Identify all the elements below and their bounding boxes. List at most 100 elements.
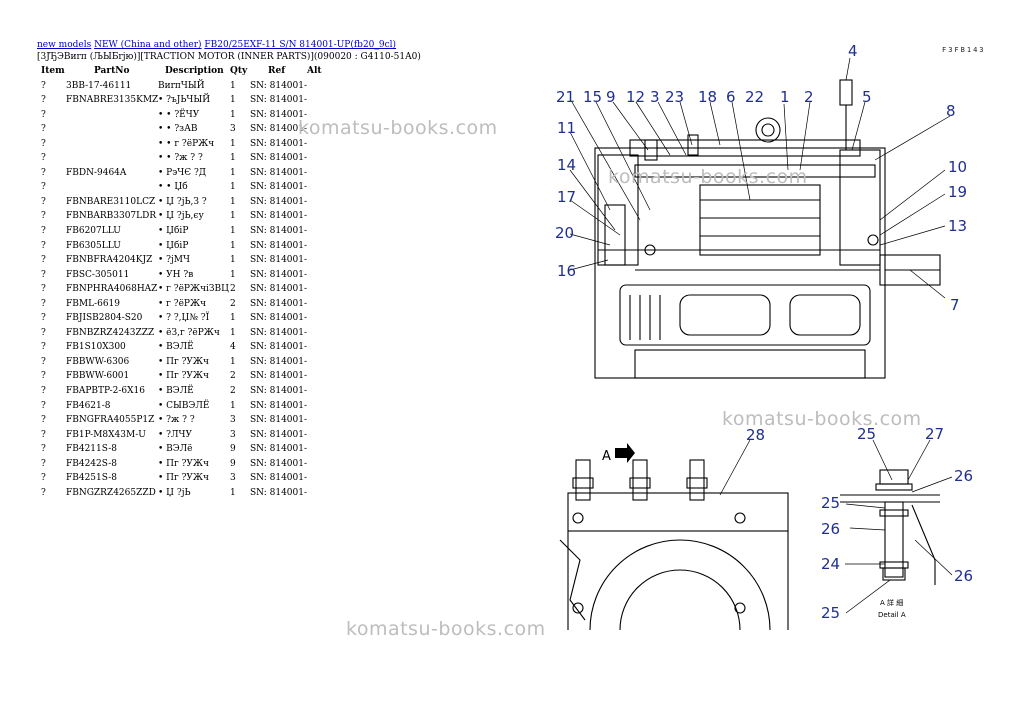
cell-part: FBBWW-6306 bbox=[66, 356, 130, 367]
cell-item: ? bbox=[41, 196, 46, 207]
callout: 4 bbox=[848, 42, 858, 60]
cell-part: FB6207LLU bbox=[66, 226, 121, 237]
cell-part: FB6305LLU bbox=[66, 240, 121, 251]
cell-qty: 1 bbox=[230, 327, 236, 338]
cell-item: ? bbox=[41, 356, 46, 367]
cell-qty: 1 bbox=[230, 80, 236, 91]
cell-part: FBNBZRZ4243ZZZ bbox=[66, 327, 155, 338]
cell-item: ? bbox=[41, 415, 46, 426]
cell-part: FBBWW-6001 bbox=[66, 371, 130, 382]
cell-desc: • • ?зАВ bbox=[158, 124, 198, 135]
cell-ref: SN: 814001- bbox=[250, 124, 308, 135]
cell-item: ? bbox=[41, 371, 46, 382]
cell-qty: 1 bbox=[230, 269, 236, 280]
callout: 6 bbox=[726, 88, 736, 106]
cell-part: FBNPHRA4068HAZ bbox=[66, 284, 158, 295]
cell-part: FBNGZRZ4265ZZD bbox=[66, 487, 156, 498]
diagram-code: F3FB143 bbox=[942, 46, 986, 54]
cell-item: ? bbox=[41, 182, 46, 193]
cell-item: ? bbox=[41, 284, 46, 295]
cell-ref: SN: 814001- bbox=[250, 429, 308, 440]
header-item: Item bbox=[41, 66, 65, 76]
cell-ref: SN: 814001- bbox=[250, 80, 308, 91]
cell-qty: 1 bbox=[230, 400, 236, 411]
cell-desc: • ?ъЈЬЧЫЙ bbox=[158, 95, 211, 106]
watermark: komatsu-books.com bbox=[608, 166, 808, 188]
header-alt: Alt bbox=[307, 66, 322, 76]
header-partno: PartNo bbox=[94, 66, 130, 76]
cell-qty: 2 bbox=[230, 284, 236, 295]
cell-ref: SN: 814001- bbox=[250, 313, 308, 324]
cell-ref: SN: 814001- bbox=[250, 269, 308, 280]
cell-desc: • г ?ёРЖчiЗВЦ bbox=[158, 284, 229, 295]
callout: 11 bbox=[557, 119, 576, 137]
header-description: Description bbox=[165, 66, 224, 76]
cell-qty: 1 bbox=[230, 196, 236, 207]
detail-callout: 25 bbox=[857, 425, 876, 443]
cell-desc: • ?jМЧ bbox=[158, 255, 190, 266]
cell-item: ? bbox=[41, 473, 46, 484]
cell-ref: SN: 814001- bbox=[250, 196, 308, 207]
breadcrumb-model-link[interactable]: FB20/25EXF-11 S/N 814001-UP(fb20_9cl) bbox=[204, 40, 397, 50]
cell-ref: SN: 814001- bbox=[250, 487, 308, 498]
cell-ref: SN: 814001- bbox=[250, 444, 308, 455]
detail-callout: 26 bbox=[954, 467, 973, 485]
callout: 12 bbox=[626, 88, 645, 106]
cell-part: FBNBFRA4204KJZ bbox=[66, 255, 153, 266]
callout: 15 bbox=[583, 88, 602, 106]
cell-qty: 1 bbox=[230, 226, 236, 237]
detail-callout: 25 bbox=[821, 604, 840, 622]
header-qty: Qty bbox=[230, 66, 248, 76]
cell-item: ? bbox=[41, 226, 46, 237]
cell-desc: • Џ ?jЬ bbox=[158, 487, 191, 498]
cell-part: FBSC-305011 bbox=[66, 269, 130, 280]
cell-desc: • • г ?ёРЖч bbox=[158, 138, 215, 149]
callout: 1 bbox=[780, 88, 790, 106]
cell-ref: SN: 814001- bbox=[250, 240, 308, 251]
cell-desc: • Џ ?jЬ,З ? bbox=[158, 196, 207, 207]
callout: 3 bbox=[650, 88, 660, 106]
cell-part: FBNBARE3110LCZ bbox=[66, 196, 156, 207]
callouts: 21 15 9 12 3 23 18 6 22 1 2 4 5 8 11 14 … bbox=[555, 42, 973, 622]
breadcrumb-new-models-link[interactable]: new models bbox=[37, 40, 92, 50]
cell-qty: 1 bbox=[230, 356, 236, 367]
cell-desc: • ВЭЛЁ bbox=[158, 342, 194, 353]
breadcrumb-new-china-link[interactable]: NEW (China and other) bbox=[94, 40, 202, 50]
callout: 19 bbox=[948, 183, 967, 201]
cell-desc: • УН ?в bbox=[158, 269, 194, 280]
callout: 5 bbox=[862, 88, 872, 106]
header-ref: Ref bbox=[268, 66, 286, 76]
cell-item: ? bbox=[41, 429, 46, 440]
watermark: komatsu-books.com bbox=[298, 117, 498, 139]
cell-qty: 3 bbox=[230, 473, 236, 484]
cell-item: ? bbox=[41, 80, 46, 91]
callout: 9 bbox=[606, 88, 616, 106]
cell-item: ? bbox=[41, 444, 46, 455]
cell-part: FBDN-9464A bbox=[66, 167, 127, 178]
cell-qty: 1 bbox=[230, 167, 236, 178]
detail-callout: 25 bbox=[821, 494, 840, 512]
cell-ref: SN: 814001- bbox=[250, 211, 308, 222]
cell-part: FBAPBTP-2-6X16 bbox=[66, 386, 145, 397]
callout: 10 bbox=[948, 158, 967, 176]
arrow-icon bbox=[615, 443, 635, 463]
cell-qty: 9 bbox=[230, 458, 236, 469]
cell-qty: 1 bbox=[230, 109, 236, 120]
cell-item: ? bbox=[41, 313, 46, 324]
exploded-diagram: 21 15 9 12 3 23 18 6 22 1 2 4 5 8 11 14 … bbox=[555, 42, 973, 630]
cell-ref: SN: 814001- bbox=[250, 356, 308, 367]
cell-item: ? bbox=[41, 487, 46, 498]
cell-ref: SN: 814001- bbox=[250, 138, 308, 149]
cell-qty: 1 bbox=[230, 240, 236, 251]
cell-desc: • ?ж ? ? bbox=[158, 415, 195, 426]
cell-ref: SN: 814001- bbox=[250, 371, 308, 382]
bracket-drawing bbox=[559, 459, 789, 630]
cell-desc: • Пг ?УЖч bbox=[158, 356, 209, 367]
callout: 21 bbox=[556, 88, 575, 106]
cell-item: ? bbox=[41, 124, 46, 135]
cell-item: ? bbox=[41, 342, 46, 353]
cell-desc: • • ?ЁЧУ bbox=[158, 109, 200, 120]
cell-item: ? bbox=[41, 167, 46, 178]
cell-desc: • ?ЛЧУ bbox=[158, 429, 192, 440]
cell-qty: 2 bbox=[230, 298, 236, 309]
